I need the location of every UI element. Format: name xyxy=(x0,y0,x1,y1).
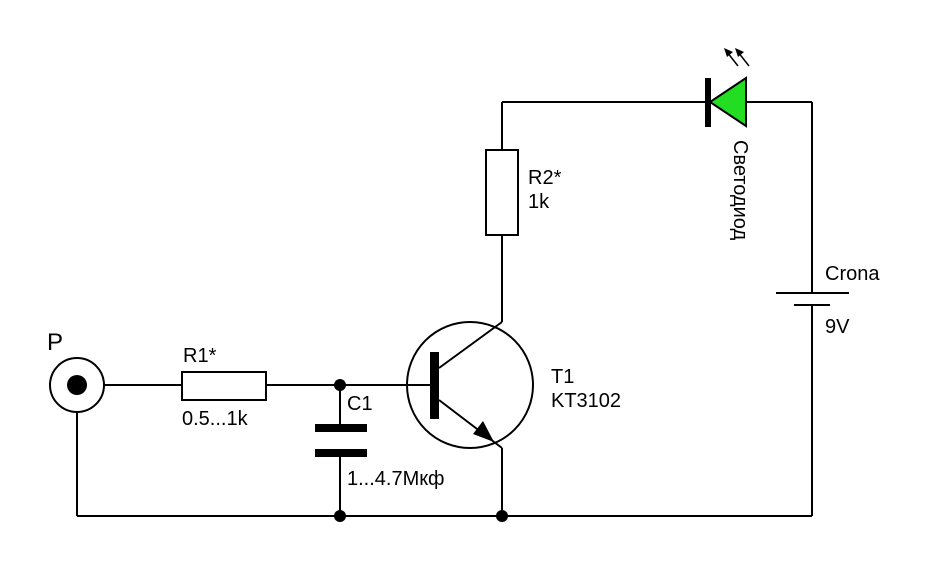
battery: Crona 9V xyxy=(776,263,880,338)
t1-collector-lead xyxy=(438,321,503,369)
junction-dot xyxy=(334,510,346,522)
led-triangle xyxy=(708,76,747,128)
junction-dot xyxy=(334,379,346,391)
r2-value: 1k xyxy=(528,191,550,213)
t1-envelope xyxy=(406,321,534,449)
transistor-t1: T1 KT3102 xyxy=(406,321,621,449)
r1-body xyxy=(181,371,267,401)
jack-center xyxy=(67,375,87,395)
led-cathode-bar xyxy=(705,78,711,127)
led-light-arrows-icon xyxy=(724,48,750,67)
t1-name: T1 xyxy=(551,366,574,388)
r2-name: R2* xyxy=(528,167,562,189)
junctions xyxy=(334,379,508,522)
resistor-r2: R2* 1k xyxy=(485,149,562,236)
jack-label: P xyxy=(47,329,63,356)
r1-name: R1* xyxy=(183,345,217,367)
battery-name: Crona xyxy=(825,263,880,285)
capacitor-c1: C1 1...4.7Мкф xyxy=(315,393,444,490)
led: Светодиод xyxy=(705,48,751,240)
r2-body xyxy=(485,149,519,236)
c1-plate-bottom xyxy=(315,449,367,457)
input-jack: P xyxy=(47,329,105,413)
resistor-r1: R1* 0.5...1k xyxy=(181,345,267,430)
led-label: Светодиод xyxy=(729,140,751,240)
r1-value: 0.5...1k xyxy=(182,408,249,430)
battery-voltage: 9V xyxy=(825,316,850,338)
t1-base-bar xyxy=(430,352,439,419)
c1-value: 1...4.7Мкф xyxy=(347,468,444,490)
t1-emitter-arrow xyxy=(473,421,494,442)
wires xyxy=(76,101,813,517)
c1-name: C1 xyxy=(347,393,373,415)
junction-dot xyxy=(496,510,508,522)
c1-plate-top xyxy=(315,424,367,432)
t1-model: KT3102 xyxy=(551,390,621,412)
